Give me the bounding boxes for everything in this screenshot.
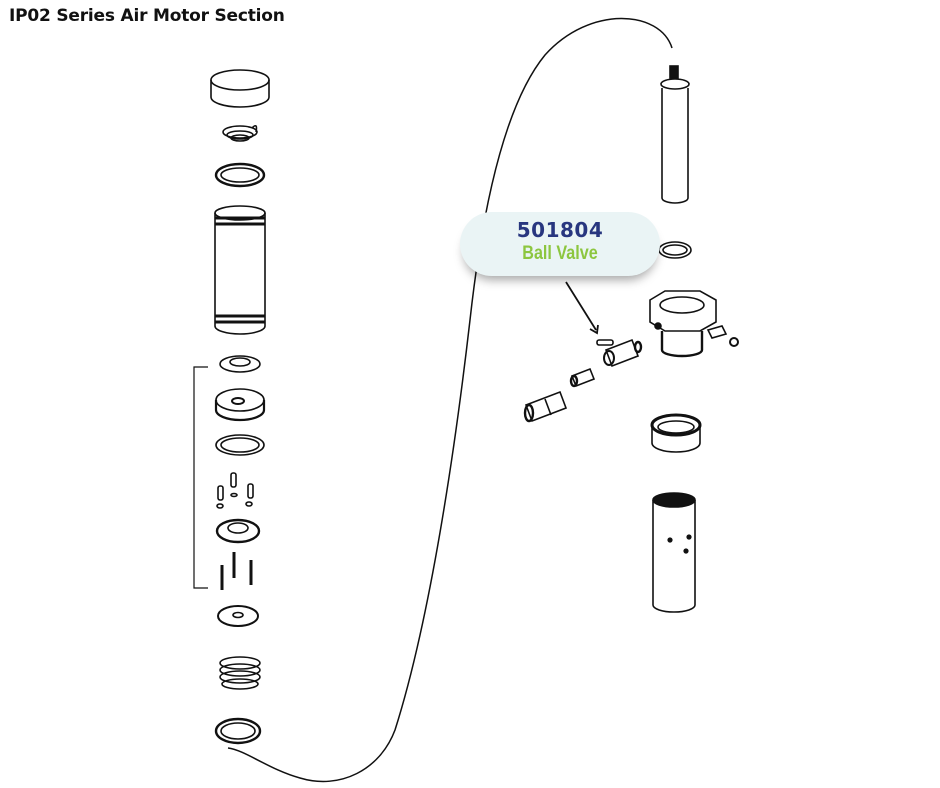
o-ring-top: [214, 162, 266, 188]
seal-part: [219, 355, 261, 373]
piston-plate-part: [215, 518, 261, 544]
o-ring-bottom: [214, 717, 262, 745]
piston-part: [214, 388, 266, 422]
ball-valve-part: [596, 338, 643, 368]
small-spring-part: [222, 124, 258, 142]
nipple-part: [569, 367, 596, 388]
pins-part: [216, 472, 254, 509]
part-number-label: 501804: [516, 218, 604, 242]
gasket-part: [658, 241, 692, 259]
page-title: IP02 Series Air Motor Section: [9, 6, 285, 26]
o-ring-middle: [215, 434, 265, 456]
connector-line: [227, 17, 673, 783]
washer-part: [217, 605, 259, 627]
rod-cylinder-part: [660, 65, 690, 204]
part-callout[interactable]: 501804 Ball Valve: [460, 212, 660, 276]
coupler-part: [523, 390, 568, 423]
sleeve-part: [652, 492, 696, 613]
bushing-part: [650, 413, 702, 453]
assembly-bracket: [193, 366, 208, 589]
cap-part: [210, 69, 270, 108]
cylinder-part: [214, 205, 266, 335]
callout-arrow: [565, 281, 597, 331]
hex-body-part: [649, 290, 717, 358]
large-spring-part: [219, 656, 261, 690]
part-description-label: Ball Valve: [522, 243, 598, 264]
bolts-part: [220, 552, 253, 590]
small-fitting-part: [706, 325, 739, 347]
